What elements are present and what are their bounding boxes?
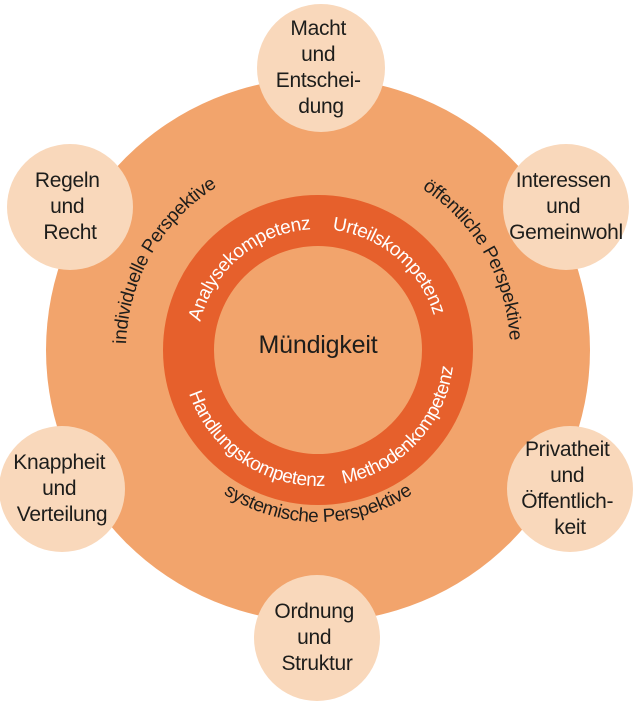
satellite-regeln-line-1: Regeln	[35, 169, 100, 192]
satellite-regeln-line-3: Recht	[43, 221, 97, 244]
satellite-privatheit-line-2: und	[550, 464, 584, 487]
satellite-privatheit-line-3: Öffentlich-	[521, 490, 613, 513]
satellite-circle-knappheit	[0, 426, 125, 552]
satellite-macht-line-2: und	[301, 43, 335, 66]
satellite-privatheit-line-1: Privatheit	[525, 438, 610, 461]
center-label-muendigkeit: Mündigkeit	[259, 331, 378, 359]
satellite-macht-line-3: Entschei-	[276, 69, 361, 92]
satellite-ordnung-und-struktur: Ordnung und Struktur	[254, 575, 380, 701]
satellite-knappheit-line-1: Knappheit	[13, 451, 105, 474]
satellite-knappheit-line-2: und	[42, 477, 76, 500]
satellite-macht-line-4: dung	[298, 95, 344, 118]
satellite-interessen-line-1: Interessen	[516, 169, 611, 192]
satellite-interessen-line-3: Gemeinwohl	[509, 221, 623, 244]
satellite-privatheit-line-4: keit	[554, 516, 586, 539]
satellite-label-privatheit: Privatheit und Öffentlich- keit	[521, 438, 619, 539]
satellite-ordnung-line-3: Struktur	[281, 652, 352, 675]
satellite-macht-und-entscheidung: Macht und Entschei- dung	[257, 4, 385, 132]
satellite-interessen-line-2: und	[546, 195, 580, 218]
satellite-circle-ordnung	[254, 575, 380, 701]
satellite-label-macht: Macht und Entschei- dung	[276, 17, 366, 118]
competency-ring	[163, 195, 473, 505]
satellite-circle-macht	[257, 4, 385, 132]
satellite-knappheit-und-verteilung: Knappheit und Verteilung	[0, 426, 125, 552]
satellite-privatheit-und-oeffentlichkeit: Privatheit und Öffentlich- keit	[507, 426, 633, 552]
satellite-macht-line-1: Macht	[290, 17, 346, 40]
satellite-label-ordnung: Ordnung und Struktur	[274, 600, 359, 675]
satellite-circle-privatheit	[507, 426, 633, 552]
satellite-knappheit-line-3: Verteilung	[17, 503, 107, 526]
satellite-regeln-und-recht: Regeln und Recht	[7, 144, 133, 270]
satellite-interessen-und-gemeinwohl: Interessen und Gemeinwohl	[503, 144, 629, 270]
satellite-ordnung-line-2: und	[297, 626, 331, 649]
satellite-circle-regeln	[7, 144, 133, 270]
satellite-label-interessen: Interessen und Gemeinwohl	[509, 169, 623, 244]
satellite-label-regeln: Regeln und Recht	[35, 169, 105, 244]
satellite-ordnung-line-1: Ordnung	[274, 600, 354, 623]
satellite-regeln-line-2: und	[50, 195, 84, 218]
main-circle	[46, 78, 590, 622]
satellite-label-knappheit: Knappheit und Verteilung	[13, 451, 110, 526]
satellite-circle-interessen	[503, 144, 629, 270]
